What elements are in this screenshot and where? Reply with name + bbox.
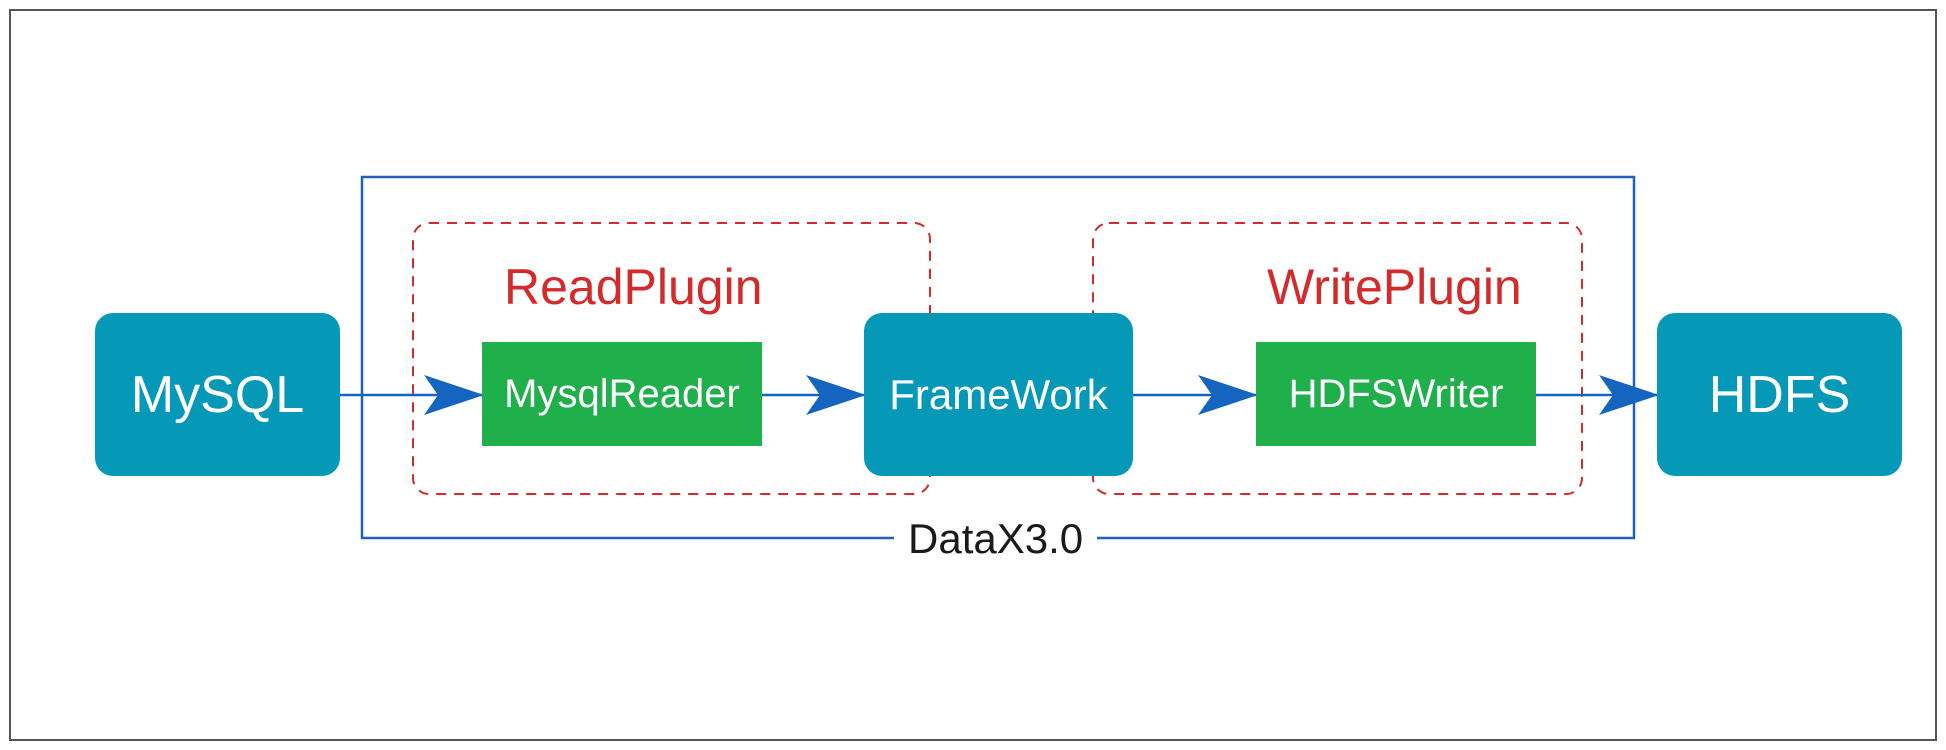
mysql-node: MySQL — [95, 313, 340, 476]
write-plugin-boundary — [1092, 222, 1583, 495]
hdfs-node: HDFS — [1657, 313, 1902, 476]
outer-border — [9, 9, 1937, 741]
hdfs-writer-node: HDFSWriter — [1256, 342, 1536, 446]
write-plugin-label: WritePlugin — [1267, 259, 1522, 315]
mysql-reader-node: MysqlReader — [482, 342, 762, 446]
framework-node: FrameWork — [864, 313, 1133, 476]
datax-frame-label: DataX3.0 — [894, 515, 1098, 563]
read-plugin-label: ReadPlugin — [504, 259, 763, 315]
read-plugin-boundary — [412, 222, 931, 495]
